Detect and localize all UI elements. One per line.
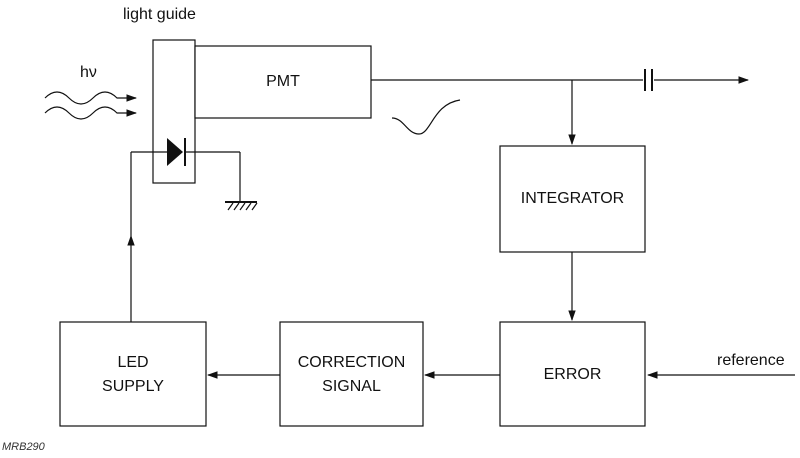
pulse-waveform xyxy=(391,99,461,135)
figure-code: MRB290 xyxy=(2,441,45,453)
light-guide-box xyxy=(152,39,196,184)
integrator-box xyxy=(499,145,646,253)
led-supply-box xyxy=(59,321,207,427)
light-guide-label: light guide xyxy=(123,6,196,23)
pmt-box xyxy=(194,45,372,119)
led-label-line2: SUPPLY xyxy=(102,378,164,395)
error-box xyxy=(499,321,646,427)
led-diode-symbol xyxy=(131,138,240,166)
reference-label: reference xyxy=(717,352,785,369)
integrator-label: INTEGRATOR xyxy=(520,190,625,207)
correction-label-line1: CORRECTION xyxy=(297,354,406,371)
pmt-label: PMT xyxy=(266,73,300,90)
photon-waves xyxy=(44,91,138,120)
error-label: ERROR xyxy=(543,366,602,383)
led-label-line1: LED xyxy=(117,354,149,371)
capacitor-symbol xyxy=(644,69,653,91)
correction-label-line2: SIGNAL xyxy=(322,378,381,395)
ground-symbol xyxy=(225,152,258,211)
photon-label: hν xyxy=(80,64,97,81)
correction-signal-box xyxy=(279,321,424,427)
